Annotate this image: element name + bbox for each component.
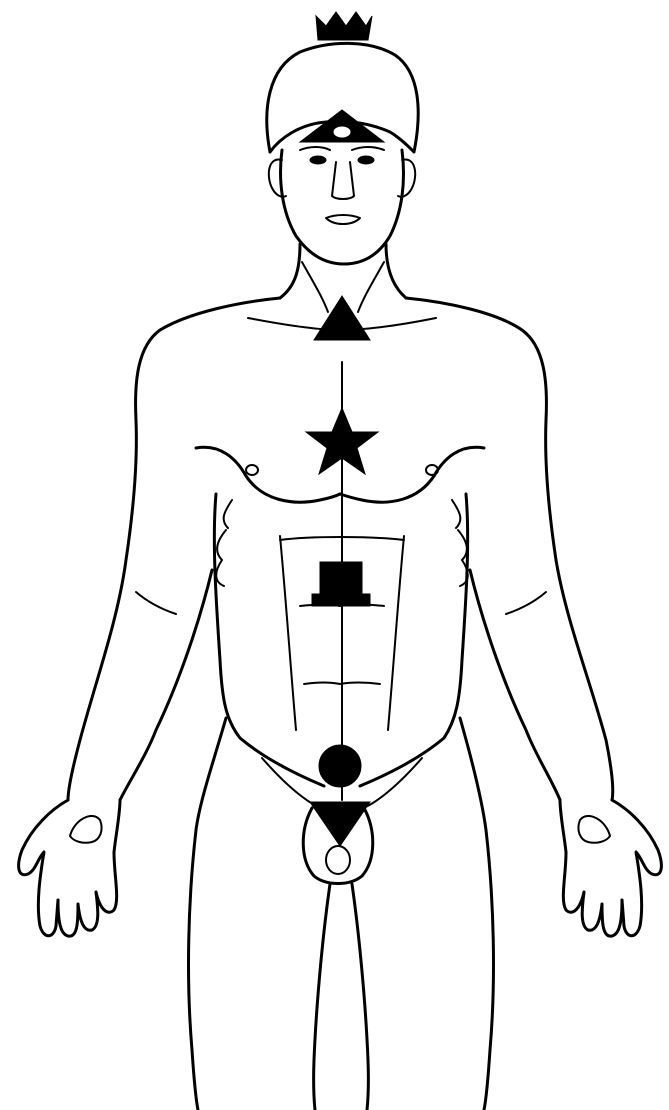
left-bicep-line [136, 592, 176, 614]
nose [332, 162, 354, 199]
mouth [326, 215, 360, 224]
pelvic-circle [326, 846, 350, 874]
left-serratus [216, 500, 232, 586]
right-bicep-line [506, 592, 546, 614]
left-arm-outline [68, 298, 280, 800]
hat-square-icon [312, 562, 370, 606]
circle-icon [319, 745, 361, 787]
right-hand [560, 800, 661, 936]
eye-triangle-pupil [334, 127, 350, 137]
abdomen-left-line [280, 536, 296, 730]
left-nipple [246, 465, 258, 475]
neck-left [280, 244, 300, 298]
groin-right [460, 718, 486, 830]
left-eyebrow [300, 147, 330, 150]
left-eye [310, 156, 326, 164]
right-arm-outline [406, 298, 613, 800]
left-ear [269, 159, 286, 196]
right-palm-line [578, 816, 610, 843]
right-pectoral [340, 447, 484, 502]
left-hand [19, 800, 120, 936]
crown-icon [316, 12, 372, 40]
right-leg-outer [484, 830, 493, 1110]
left-leg-outer [189, 830, 198, 1110]
abdomen-right-line [388, 536, 404, 730]
left-leg-inner [314, 884, 330, 1110]
right-leg-inner [352, 884, 368, 1110]
right-ear [398, 159, 415, 196]
neck-muscle-right [358, 262, 384, 312]
right-eye [358, 156, 374, 164]
left-hand-outline [19, 800, 120, 936]
neck-muscle-left [302, 262, 328, 312]
neck-right [386, 244, 406, 298]
left-inner-arm [120, 570, 212, 800]
inverted-triangle-icon [310, 802, 370, 846]
right-eyebrow [352, 147, 384, 150]
groin-left [196, 718, 226, 830]
right-hand-outline [560, 800, 661, 936]
legs [189, 830, 494, 1110]
right-inner-arm [470, 570, 560, 800]
head [267, 43, 418, 312]
right-serratus [452, 500, 468, 586]
left-palm-line [70, 816, 102, 843]
